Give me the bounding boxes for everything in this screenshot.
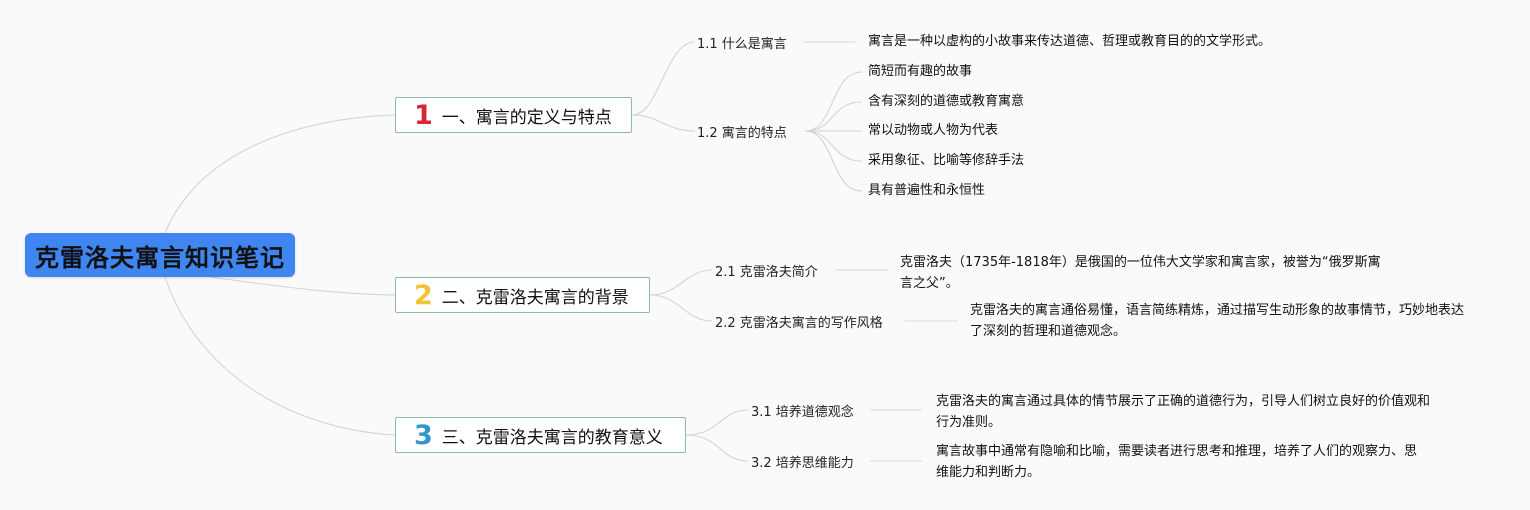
link-b2-s1 — [649, 269, 713, 296]
link-root-b3 — [164, 276, 396, 436]
link-root-b2 — [209, 276, 396, 296]
leaf-text[interactable]: 寓言是一种以虚构的小故事来传达道德、哲理或教育目的的文学形式。 — [868, 34, 1272, 49]
branch-title: 一、寓言的定义与特点 — [441, 107, 612, 128]
link-b1-s1 — [631, 41, 696, 116]
leaf-text[interactable]: 采用象征、比喻等修辞手法 — [868, 153, 1025, 168]
subtopic-2-2[interactable]: 2.2 克雷洛夫寓言的写作风格 — [715, 316, 883, 331]
number-badge-1: 1 — [414, 99, 433, 131]
number-badge-2: 2 — [414, 279, 433, 311]
subtopic-2-1[interactable]: 2.1 克雷洛夫简介 — [715, 265, 818, 280]
subtopic-3-2[interactable]: 3.2 培养思维能力 — [751, 456, 854, 471]
link-s12-l4 — [804, 130, 863, 162]
leaf-text[interactable]: 含有深刻的道德或教育寓意 — [868, 94, 1025, 109]
link-s12-l2 — [804, 101, 863, 132]
branch-title: 三、克雷洛夫寓言的教育意义 — [441, 427, 663, 448]
subtopic-1-2[interactable]: 1.2 寓言的特点 — [697, 126, 787, 141]
link-b3-s1 — [685, 409, 749, 436]
branch-node-3[interactable]: 3 三、克雷洛夫寓言的教育意义 — [395, 417, 686, 453]
leaf-text[interactable]: 克雷洛夫（1735年-1818年）是俄国的一位伟大文学家和寓言家，被誉为“俄罗斯… — [900, 255, 1381, 291]
subtopic-1-1[interactable]: 1.1 什么是寓言 — [697, 37, 787, 52]
branch-node-2[interactable]: 2 二、克雷洛夫寓言的背景 — [395, 277, 650, 313]
root-title: 克雷洛夫寓言知识笔记 — [35, 243, 285, 272]
link-root-b1 — [164, 114, 396, 234]
branch-node-1[interactable]: 1 一、寓言的定义与特点 — [395, 97, 632, 133]
link-s12-l5 — [804, 130, 863, 192]
root-node[interactable]: 克雷洛夫寓言知识笔记 — [25, 233, 295, 277]
link-b2-s2 — [649, 294, 713, 322]
leaf-text[interactable]: 克雷洛夫的寓言通俗易懂，语言简练精炼，通过描写生动形象的故事情节，巧妙地表达了深… — [970, 303, 1465, 339]
leaf-text[interactable]: 具有普遍性和永恒性 — [868, 183, 986, 198]
number-badge-3: 3 — [414, 419, 433, 451]
subtopic-3-1[interactable]: 3.1 培养道德观念 — [751, 405, 854, 420]
leaf-text[interactable]: 简短而有趣的故事 — [868, 64, 973, 79]
leaf-text[interactable]: 寓言故事中通常有隐喻和比喻，需要读者进行思考和推理，培养了人们的观察力、思维能力… — [936, 444, 1418, 480]
leaf-text[interactable]: 常以动物或人物为代表 — [868, 123, 999, 138]
link-b3-s2 — [685, 434, 749, 462]
branch-title: 二、克雷洛夫寓言的背景 — [441, 287, 629, 308]
link-b1-s2 — [631, 114, 696, 132]
link-s12-l1 — [804, 71, 863, 132]
leaf-text[interactable]: 克雷洛夫的寓言通过具体的情节展示了正确的道德行为，引导人们树立良好的价值观和行为… — [936, 394, 1431, 430]
